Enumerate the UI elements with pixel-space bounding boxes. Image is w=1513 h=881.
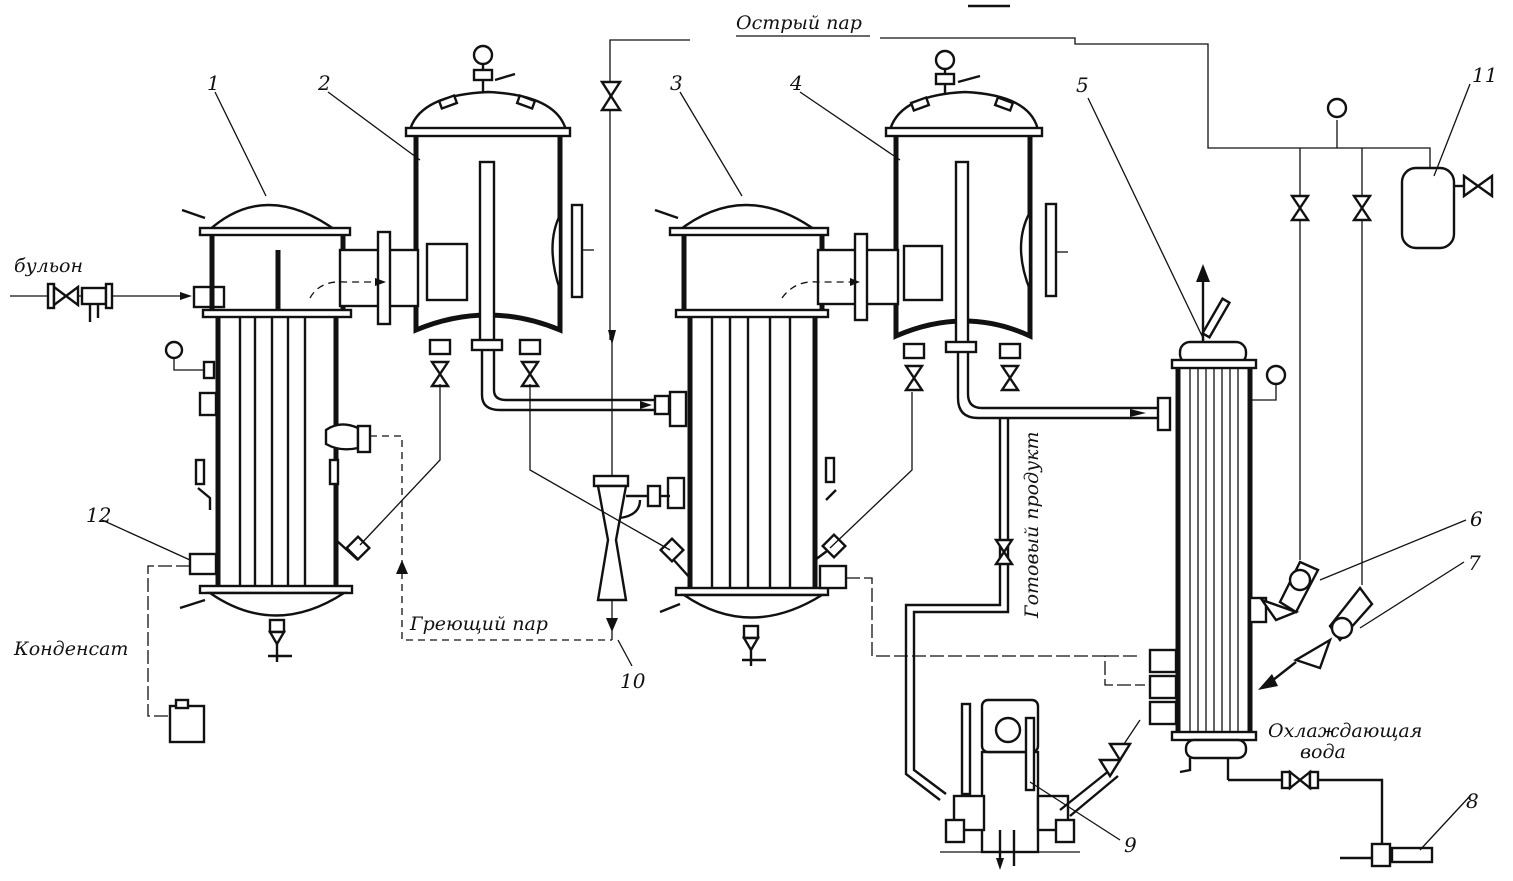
callout-4: 4 xyxy=(789,71,803,95)
receiver-11 xyxy=(1400,166,1494,250)
callout-8: 8 xyxy=(1466,789,1479,813)
broth-inlet xyxy=(10,282,226,322)
evaporator-body-3 xyxy=(654,203,848,666)
callout-2: 2 xyxy=(317,71,331,95)
water-inlet-8 xyxy=(1340,842,1434,868)
ejector-6 xyxy=(1258,560,1320,622)
callout-10: 10 xyxy=(620,669,646,693)
heating-steam-line xyxy=(359,384,913,641)
vacuum-pump-9 xyxy=(940,698,1141,870)
callout-leaders xyxy=(101,83,1471,851)
callout-3: 3 xyxy=(670,71,683,95)
finished-product-label: Готовый продукт xyxy=(1021,431,1043,619)
broth-label: бульон xyxy=(14,255,83,277)
vapor-pipe-1-2 xyxy=(309,230,420,326)
callout-5: 5 xyxy=(1076,73,1089,97)
product-pipe-4-5 xyxy=(956,352,1172,432)
callout-9: 9 xyxy=(1124,833,1137,857)
vapor-pipe-3-4 xyxy=(781,232,900,322)
callout-7: 7 xyxy=(1468,551,1481,575)
ejector-steam-valves xyxy=(1289,97,1373,222)
steam-valve xyxy=(599,80,623,112)
evaporator-body-1 xyxy=(164,203,372,662)
heating-steam-label: Греющий пар xyxy=(409,613,548,635)
callout-11: 11 xyxy=(1472,63,1497,87)
condenser-5 xyxy=(1148,264,1384,844)
condensate-line-3 xyxy=(846,577,1145,686)
condensate-label: Конденсат xyxy=(13,638,128,660)
separator-4 xyxy=(884,49,1068,392)
condensate-line xyxy=(147,565,206,744)
product-pipe-2-3 xyxy=(480,350,671,416)
callout-12: 12 xyxy=(86,503,111,527)
live-steam-label: Острый пар xyxy=(736,12,862,34)
ejector-7 xyxy=(1258,586,1374,690)
callout-1: 1 xyxy=(207,71,220,95)
callout-6: 6 xyxy=(1470,507,1483,531)
separator-2 xyxy=(404,44,594,388)
steam-jet-injector-10 xyxy=(592,474,670,667)
cooling-water-label-1: Охлаждающая xyxy=(1268,720,1422,742)
cooling-water-label-2: вода xyxy=(1300,741,1346,763)
finished-product-line xyxy=(904,418,1015,801)
